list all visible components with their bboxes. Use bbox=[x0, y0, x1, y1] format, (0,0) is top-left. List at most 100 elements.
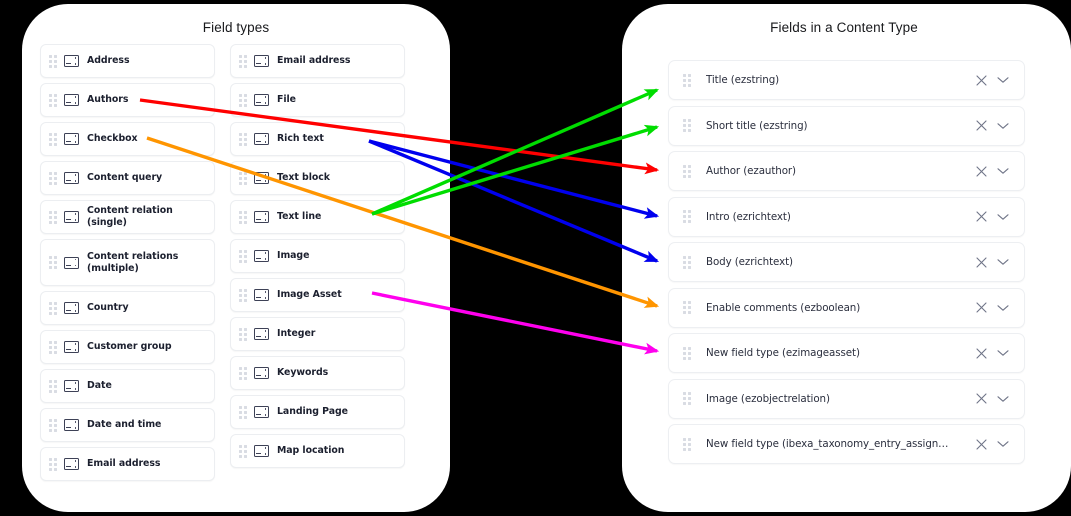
drag-handle-icon[interactable] bbox=[237, 288, 248, 302]
field-type-label: Content relation (single) bbox=[87, 205, 173, 228]
chevron-down-icon[interactable] bbox=[992, 297, 1014, 319]
field-type-label: Address bbox=[87, 55, 130, 66]
field-type-icon bbox=[254, 172, 269, 184]
field-type-card[interactable]: Address bbox=[40, 44, 215, 78]
field-type-card[interactable]: Rich text bbox=[230, 122, 405, 156]
drag-handle-icon[interactable] bbox=[237, 210, 248, 224]
drag-handle-icon[interactable] bbox=[237, 444, 248, 458]
close-icon[interactable] bbox=[970, 433, 992, 455]
content-field-label: Body (ezrichtext) bbox=[706, 256, 793, 268]
content-field-row[interactable]: Intro (ezrichtext) bbox=[668, 196, 1025, 237]
field-type-icon bbox=[64, 380, 79, 392]
drag-handle-icon[interactable] bbox=[681, 164, 692, 178]
field-type-card[interactable]: Country bbox=[40, 291, 215, 325]
close-icon[interactable] bbox=[970, 388, 992, 410]
content-field-row[interactable]: New field type (ibexa_taxonomy_entry_ass… bbox=[668, 424, 1025, 464]
field-type-card[interactable]: Checkbox bbox=[40, 122, 215, 156]
content-field-row[interactable]: New field type (ezimageasset) bbox=[668, 333, 1025, 373]
drag-handle-icon[interactable] bbox=[681, 73, 692, 87]
chevron-down-icon[interactable] bbox=[992, 115, 1014, 137]
drag-handle-icon[interactable] bbox=[47, 418, 58, 432]
field-type-card[interactable]: Authors bbox=[40, 83, 215, 117]
field-type-card[interactable]: Image bbox=[230, 239, 405, 273]
drag-handle-icon[interactable] bbox=[47, 256, 58, 270]
field-type-card[interactable]: Date bbox=[40, 369, 215, 403]
field-type-card[interactable]: Content relation (single) bbox=[40, 200, 215, 234]
drag-handle-icon[interactable] bbox=[681, 346, 692, 360]
drag-handle-icon[interactable] bbox=[47, 301, 58, 315]
field-type-icon bbox=[254, 289, 269, 301]
field-type-card[interactable]: Content relations (multiple) bbox=[40, 239, 215, 286]
content-field-row[interactable]: Title (ezstring) bbox=[668, 60, 1025, 100]
content-field-label: Title (ezstring) bbox=[706, 74, 780, 86]
drag-handle-icon[interactable] bbox=[237, 93, 248, 107]
drag-handle-icon[interactable] bbox=[47, 210, 58, 224]
field-type-icon bbox=[254, 250, 269, 262]
field-type-label: Checkbox bbox=[87, 133, 138, 144]
content-field-row[interactable]: Body (ezrichtext) bbox=[668, 242, 1025, 282]
drag-handle-icon[interactable] bbox=[237, 405, 248, 419]
chevron-down-icon[interactable] bbox=[992, 69, 1014, 91]
chevron-down-icon[interactable] bbox=[992, 160, 1014, 182]
field-type-card[interactable]: Text block bbox=[230, 161, 405, 195]
drag-handle-icon[interactable] bbox=[237, 366, 248, 380]
chevron-down-icon[interactable] bbox=[992, 251, 1014, 273]
drag-handle-icon[interactable] bbox=[237, 132, 248, 146]
field-type-card[interactable]: Text line bbox=[230, 200, 405, 234]
close-icon[interactable] bbox=[970, 160, 992, 182]
drag-handle-icon[interactable] bbox=[681, 210, 692, 224]
field-type-card[interactable]: Content query bbox=[40, 161, 215, 195]
drag-handle-icon[interactable] bbox=[681, 119, 692, 133]
content-field-row[interactable]: Short title (ezstring) bbox=[668, 105, 1025, 146]
drag-handle-icon[interactable] bbox=[47, 457, 58, 471]
drag-handle-icon[interactable] bbox=[47, 379, 58, 393]
drag-handle-icon[interactable] bbox=[681, 255, 692, 269]
drag-handle-icon[interactable] bbox=[47, 340, 58, 354]
drag-handle-icon[interactable] bbox=[237, 249, 248, 263]
field-type-icon bbox=[64, 341, 79, 353]
drag-handle-icon[interactable] bbox=[47, 54, 58, 68]
close-icon[interactable] bbox=[970, 115, 992, 137]
content-field-row[interactable]: Enable comments (ezboolean) bbox=[668, 287, 1025, 328]
field-type-card[interactable]: Image Asset bbox=[230, 278, 405, 312]
field-type-icon bbox=[64, 133, 79, 145]
drag-handle-icon[interactable] bbox=[237, 54, 248, 68]
field-type-card[interactable]: Integer bbox=[230, 317, 405, 351]
field-type-card[interactable]: Customer group bbox=[40, 330, 215, 364]
field-type-label: Email address bbox=[87, 458, 161, 469]
content-field-row[interactable]: Image (ezobjectrelation) bbox=[668, 378, 1025, 419]
chevron-down-icon[interactable] bbox=[992, 388, 1014, 410]
drag-handle-icon[interactable] bbox=[237, 171, 248, 185]
field-type-card[interactable]: Map location bbox=[230, 434, 405, 468]
field-type-label: Country bbox=[87, 302, 129, 313]
close-icon[interactable] bbox=[970, 342, 992, 364]
drag-handle-icon[interactable] bbox=[681, 392, 692, 406]
drag-handle-icon[interactable] bbox=[681, 437, 692, 451]
field-type-icon bbox=[64, 256, 79, 269]
content-field-label: New field type (ibexa_taxonomy_entry_ass… bbox=[706, 438, 949, 450]
field-type-card[interactable]: Landing Page bbox=[230, 395, 405, 429]
field-type-icon bbox=[254, 367, 269, 379]
close-icon[interactable] bbox=[970, 69, 992, 91]
field-type-icon bbox=[254, 211, 269, 223]
close-icon[interactable] bbox=[970, 206, 992, 228]
close-icon[interactable] bbox=[970, 251, 992, 273]
drag-handle-icon[interactable] bbox=[47, 93, 58, 107]
field-type-card[interactable]: File bbox=[230, 83, 405, 117]
field-type-card[interactable]: Keywords bbox=[230, 356, 405, 390]
content-field-row[interactable]: Author (ezauthor) bbox=[668, 151, 1025, 191]
chevron-down-icon[interactable] bbox=[992, 206, 1014, 228]
drag-handle-icon[interactable] bbox=[47, 132, 58, 146]
close-icon[interactable] bbox=[970, 297, 992, 319]
field-type-card[interactable]: Date and time bbox=[40, 408, 215, 442]
chevron-down-icon[interactable] bbox=[992, 342, 1014, 364]
drag-handle-icon[interactable] bbox=[681, 301, 692, 315]
drag-handle-icon[interactable] bbox=[237, 327, 248, 341]
field-type-card[interactable]: Email address bbox=[230, 44, 405, 78]
field-type-icon bbox=[254, 406, 269, 418]
drag-handle-icon[interactable] bbox=[47, 171, 58, 185]
field-type-card[interactable]: Email address bbox=[40, 447, 215, 481]
field-types-title: Field types bbox=[202, 20, 270, 35]
chevron-down-icon[interactable] bbox=[992, 433, 1014, 455]
